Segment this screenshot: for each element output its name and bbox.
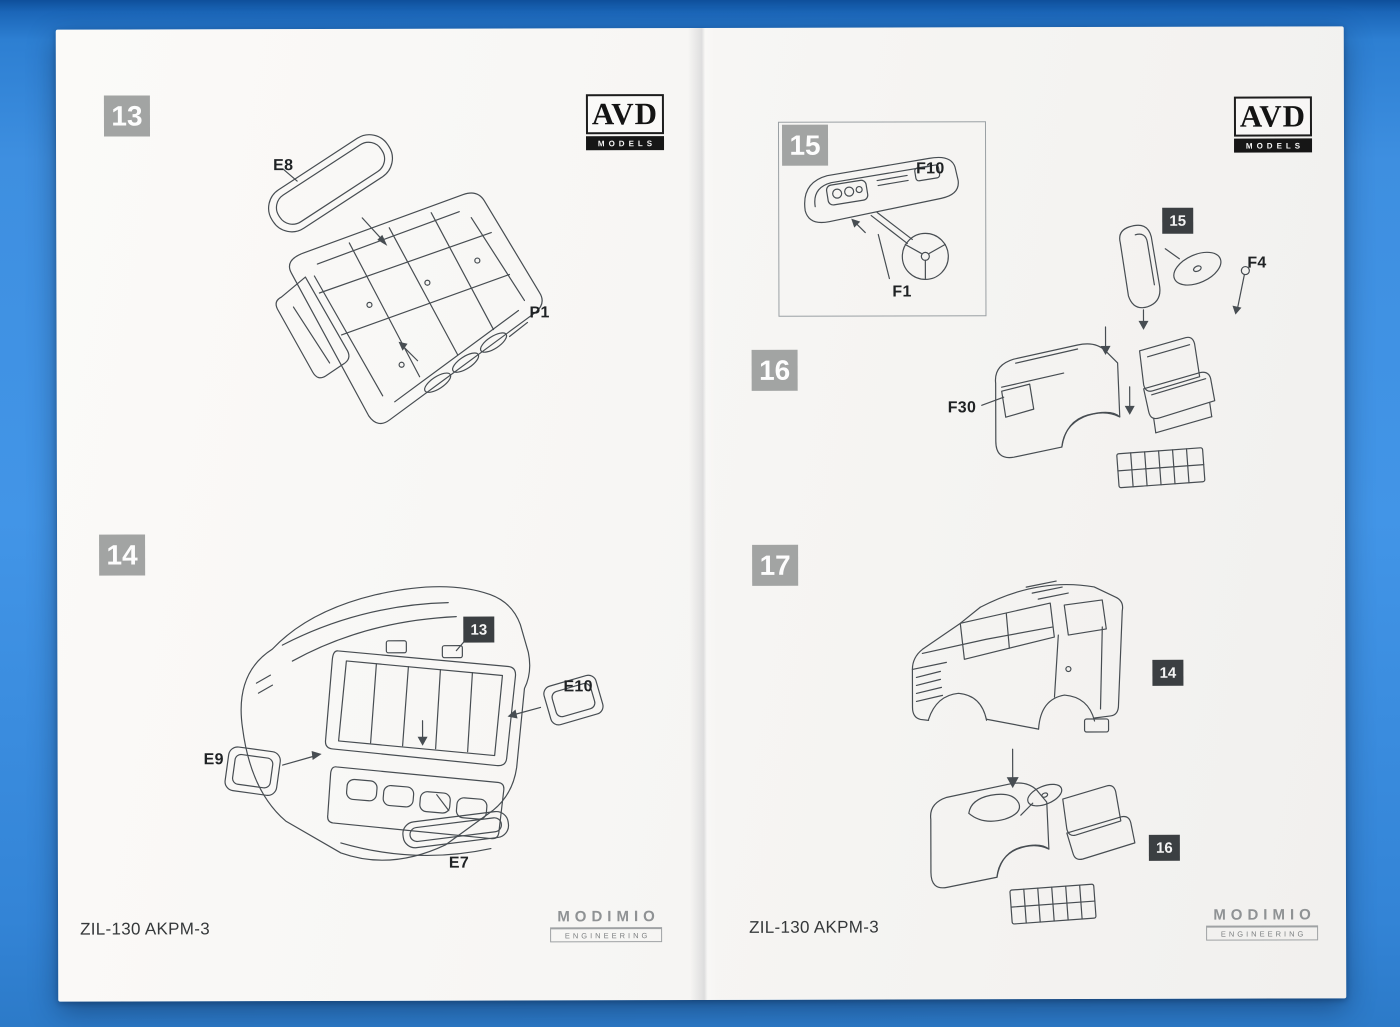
step-14-badge: 14 [99, 534, 146, 576]
modimio-logo-text: MODIMIO [1213, 906, 1316, 924]
step-15-badge: 15 [781, 124, 829, 166]
step-17-interior-illustration [930, 782, 1136, 925]
avd-models-logo-left: AVD MODELS [585, 94, 665, 151]
step-13-illustration [268, 134, 543, 425]
modimio-logo-subtitle: ENGINEERING [550, 927, 663, 943]
part-label-e9: E9 [203, 751, 224, 769]
avd-logo-text: AVD [585, 94, 665, 135]
step-16-illustration [981, 326, 1216, 489]
part-label-e10: E10 [563, 678, 593, 696]
avd-logo-text: AVD [1233, 96, 1313, 137]
right-page: 15 F10 F1 AVD MODELS 15 F4 16 [56, 26, 1344, 941]
part-label-f30: F30 [947, 399, 977, 417]
model-title-right: ZIL-130 AKPM-3 [749, 917, 879, 937]
step-14-illustration [224, 586, 604, 861]
step-13-badge: 13 [103, 95, 151, 137]
part-label-f4: F4 [1247, 254, 1267, 272]
part-label-e7: E7 [448, 854, 470, 872]
step-13-reference-badge: 13 [463, 616, 495, 643]
step-16-reference-badge: 16 [1148, 834, 1180, 861]
modimio-logo-left: MODIMIO ENGINEERING [550, 908, 663, 943]
step-15-reference-badge: 15 [1162, 207, 1194, 234]
modimio-logo-right: MODIMIO ENGINEERING [1206, 906, 1319, 941]
step-15-parts-illustration [1119, 224, 1250, 330]
model-title-left: ZIL-130 AKPM-3 [80, 919, 210, 939]
center-fold [687, 27, 719, 1001]
modimio-logo-subtitle: ENGINEERING [1206, 925, 1319, 941]
step-17-cab-illustration [911, 580, 1124, 789]
avd-logo-subtitle: MODELS [586, 136, 665, 151]
part-label-p1: P1 [529, 304, 550, 322]
step-17-badge: 17 [752, 544, 799, 586]
part-label-f1: F1 [892, 283, 912, 301]
instruction-sheet: 13 AVD MODELS [55, 26, 1347, 1002]
left-page: 13 AVD MODELS [56, 26, 1344, 943]
avd-models-logo-right: AVD MODELS [1233, 96, 1313, 153]
part-label-e8: E8 [273, 157, 294, 175]
part-label-f10: F10 [916, 160, 945, 178]
step-15-dashboard-illustration [804, 156, 959, 281]
step-15-inset-frame [777, 121, 987, 317]
step-14-reference-badge: 14 [1152, 659, 1184, 686]
modimio-logo-text: MODIMIO [557, 908, 660, 926]
avd-logo-subtitle: MODELS [1234, 138, 1313, 153]
step-16-badge: 16 [751, 349, 798, 391]
